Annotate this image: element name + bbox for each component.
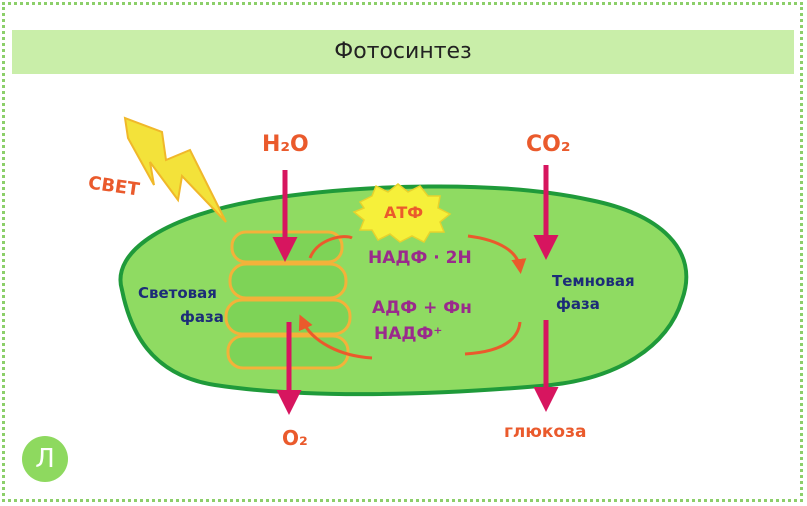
logo-badge: Л: [22, 436, 68, 482]
atp-label: АТФ: [384, 203, 424, 222]
cycle-arrow-top-left: [308, 235, 353, 259]
cycle-arrow-top-right: [467, 234, 527, 274]
cycle-arrow-bottom-right: [464, 321, 522, 356]
nadph-label: НАДФ · 2Н: [368, 248, 472, 268]
light-phase-label-line2: фаза: [180, 308, 224, 326]
thylakoid-2: [228, 262, 348, 300]
cycle-arrow-bottom-left: [298, 314, 373, 360]
oxygen-label: O₂: [282, 426, 308, 450]
nadp-plus-label: НАДФ⁺: [374, 324, 443, 344]
dark-phase-label-line1: Темновая: [552, 272, 635, 290]
co2-label: CO₂: [526, 132, 571, 157]
title-bar: Фотосинтез: [12, 30, 794, 74]
light-phase-label-line1: Световая: [138, 284, 217, 302]
adp-pn-label: АДФ + Фн: [372, 298, 472, 318]
atp-starburst: [352, 183, 452, 243]
page-title: Фотосинтез: [334, 39, 472, 64]
water-label: H₂O: [262, 132, 309, 157]
dark-phase-label-line2: фаза: [556, 295, 600, 313]
glucose-label: глюкоза: [504, 422, 587, 442]
lightning-bolt-icon: [123, 116, 227, 223]
